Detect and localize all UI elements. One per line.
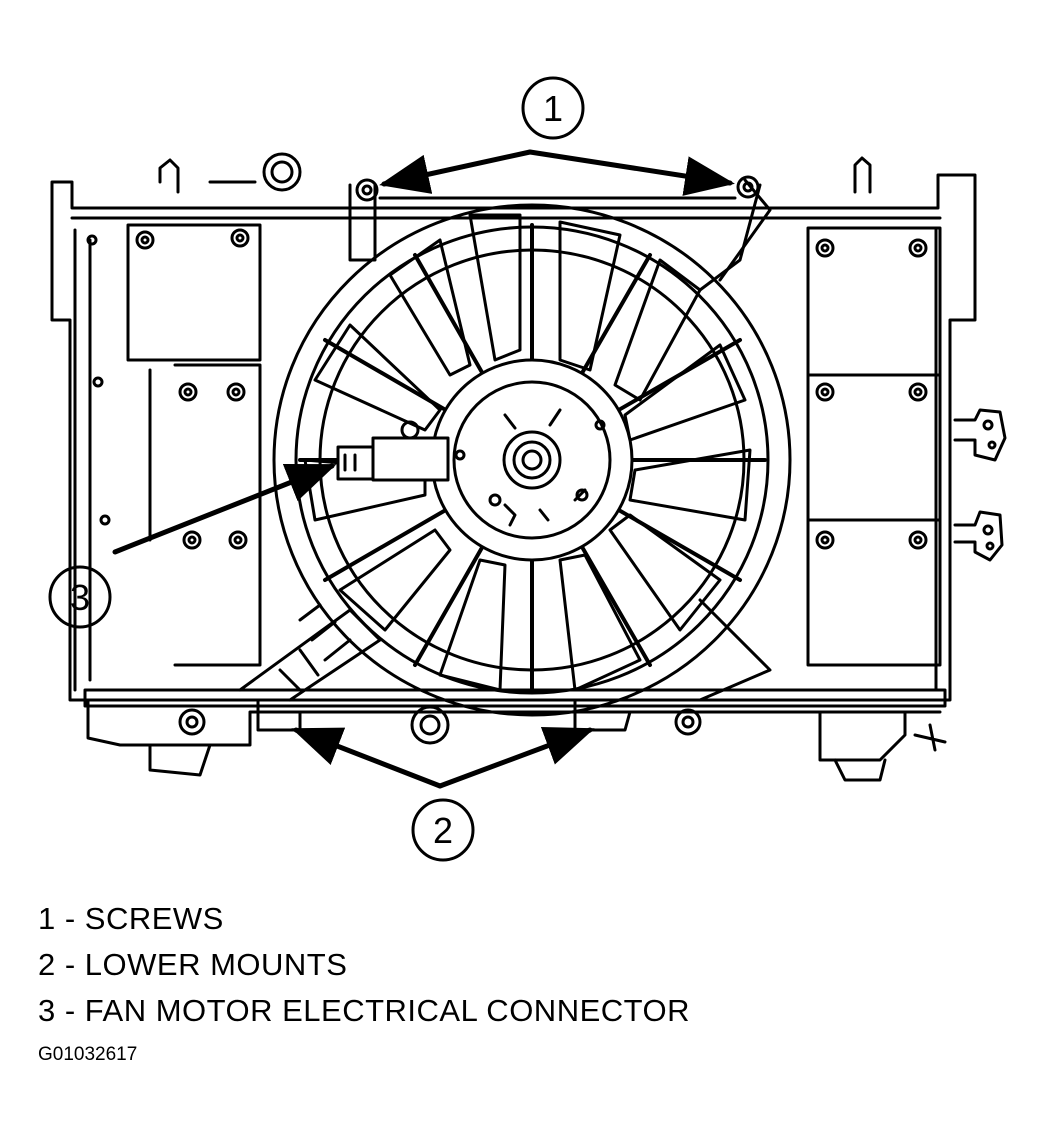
bolt-icon bbox=[178, 708, 947, 752]
radiator-cap-icon bbox=[262, 152, 302, 192]
fan-motor-hub bbox=[430, 358, 634, 562]
legend-item-screws: 1 - SCREWS bbox=[38, 901, 224, 936]
left-shroud-panel bbox=[88, 223, 262, 682]
screw-icon bbox=[355, 175, 760, 202]
radiator-frame bbox=[50, 156, 977, 782]
legend-item-fan-motor-connector: 3 - FAN MOTOR ELECTRICAL CONNECTOR bbox=[38, 993, 691, 1028]
bolt-icon bbox=[86, 228, 250, 550]
callout-3-arrow bbox=[112, 463, 337, 555]
hose-fitting-icon bbox=[953, 408, 1007, 562]
callout-1-number: 1 bbox=[543, 88, 563, 129]
callout-3-number: 3 bbox=[70, 577, 90, 618]
callout-1-arrows bbox=[379, 149, 735, 196]
callout-2-circle bbox=[411, 798, 475, 862]
bolt-icon bbox=[815, 238, 928, 550]
radiator-fan-diagram: 1 2 3 bbox=[48, 76, 1007, 862]
callout-1-circle bbox=[521, 76, 585, 140]
lower-mount bbox=[256, 698, 632, 745]
fan-motor-electrical-connector bbox=[336, 420, 450, 482]
callout-2-number: 2 bbox=[433, 810, 453, 851]
callout-2-arrows bbox=[291, 727, 595, 789]
right-shroud-panel bbox=[806, 226, 942, 667]
legend-item-lower-mounts: 2 - LOWER MOUNTS bbox=[38, 947, 348, 982]
figure-id: G01032617 bbox=[38, 1044, 138, 1065]
callout-3-circle bbox=[48, 565, 112, 629]
legend: 1 - SCREWS 2 - LOWER MOUNTS 3 - FAN MOTO… bbox=[38, 896, 690, 1034]
